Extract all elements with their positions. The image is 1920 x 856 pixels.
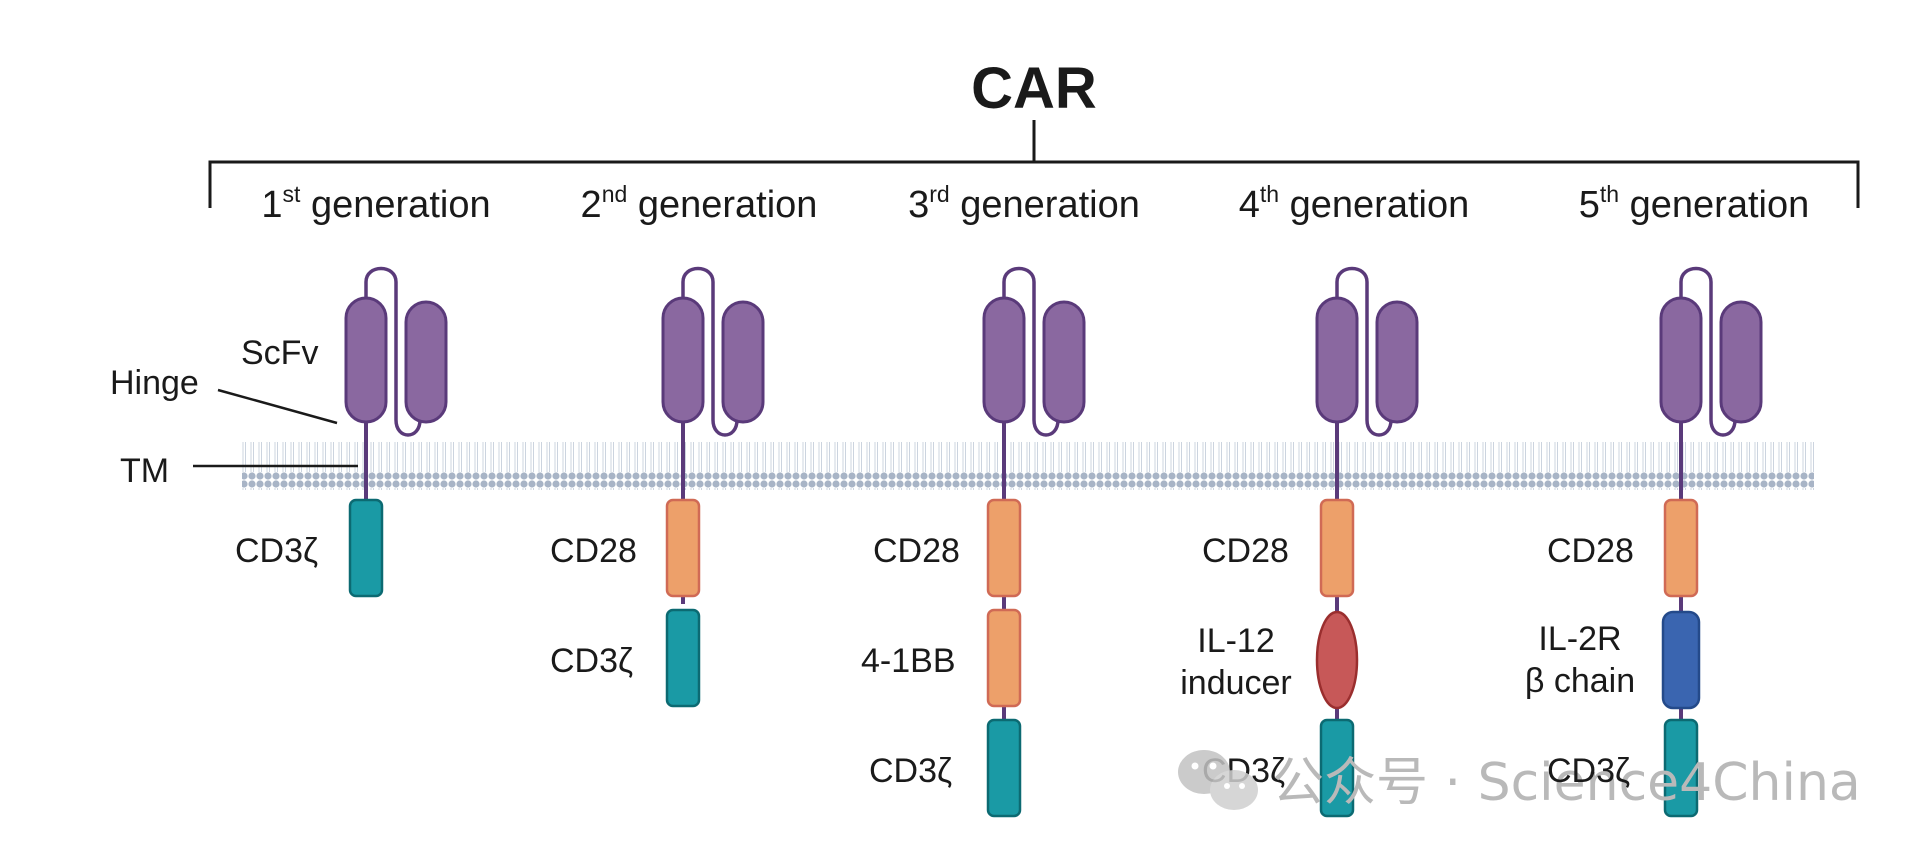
gen4-il12-label-line1: IL-12 [1197, 622, 1275, 660]
generation-3-heading: 3rd generation [908, 181, 1140, 226]
car-construct-gen-2 [661, 266, 765, 708]
scfv-domain-vh [1659, 296, 1703, 424]
scfv-domain-vl [1375, 300, 1419, 424]
car-construct-gen-3 [982, 266, 1086, 818]
il2r-beta-chain-domain [1661, 610, 1701, 710]
tm-label: TM [120, 452, 169, 490]
scfv-linker [681, 266, 739, 437]
scfv-linker [1335, 266, 1393, 437]
cd3z-domain [348, 498, 384, 598]
wechat-icon [1178, 750, 1258, 810]
cd28-domain [986, 498, 1022, 598]
cd3z-domain [1663, 718, 1699, 818]
gen4-cd28-label: CD28 [1202, 532, 1289, 570]
scfv-linker [1679, 266, 1737, 437]
hinge-pointer-line [217, 388, 338, 425]
watermark: 公众号 · Science4China [1178, 750, 1861, 813]
cd28-domain [1663, 498, 1699, 598]
watermark-text: 公众号 · Science4China [1272, 753, 1861, 813]
gen5-il2r-label-line2: β chain [1525, 662, 1635, 700]
scfv-domain-vl [404, 300, 448, 424]
41bb-domain [986, 608, 1022, 708]
gen4-il12-label-line2: inducer [1180, 664, 1292, 702]
scfv-domain-vl [721, 300, 765, 424]
scfv-domain-vl [1719, 300, 1763, 424]
scfv-label: ScFv [241, 334, 318, 372]
gen3-cd28-label: CD28 [873, 532, 960, 570]
il12-inducer-domain [1315, 610, 1359, 710]
scfv-linker [1002, 266, 1060, 437]
gen2-cd3z-label: CD3ζ [550, 642, 633, 680]
gen5-cd3z-label: CD3ζ [1547, 752, 1630, 790]
gen3-41bb-label: 4-1BB [861, 642, 956, 680]
scfv-domain-vh [344, 296, 388, 424]
generation-2-heading: 2nd generation [581, 181, 818, 226]
cd3z-domain [1319, 718, 1355, 818]
cd28-domain [1319, 498, 1355, 598]
scfv-domain-vh [1315, 296, 1359, 424]
scfv-domain-vh [982, 296, 1026, 424]
generation-1-heading: 1st generation [261, 181, 490, 226]
gen5-cd28-label: CD28 [1547, 532, 1634, 570]
cd3z-domain [986, 718, 1022, 818]
car-construct-gen-1 [344, 266, 448, 598]
generation-4-heading: 4th generation [1239, 181, 1469, 226]
cell-membrane [242, 442, 1814, 490]
gen5-il2r-label-line1: IL-2R [1538, 620, 1621, 658]
cd28-domain [665, 498, 701, 598]
scfv-linker [364, 266, 422, 437]
cd3z-domain [665, 608, 701, 708]
gen2-cd28-label: CD28 [550, 532, 637, 570]
scfv-domain-vl [1042, 300, 1086, 424]
scfv-domain-vh [661, 296, 705, 424]
hinge-label: Hinge [110, 364, 199, 402]
car-construct-gen-5 [1659, 266, 1763, 818]
gen1-cd3z-label: CD3ζ [235, 532, 318, 570]
car-construct-gen-4 [1315, 266, 1419, 818]
generation-5-heading: 5th generation [1579, 181, 1809, 226]
generation-bracket [208, 120, 1860, 208]
diagram-title: CAR [971, 56, 1097, 121]
gen3-cd3z-label: CD3ζ [869, 752, 952, 790]
